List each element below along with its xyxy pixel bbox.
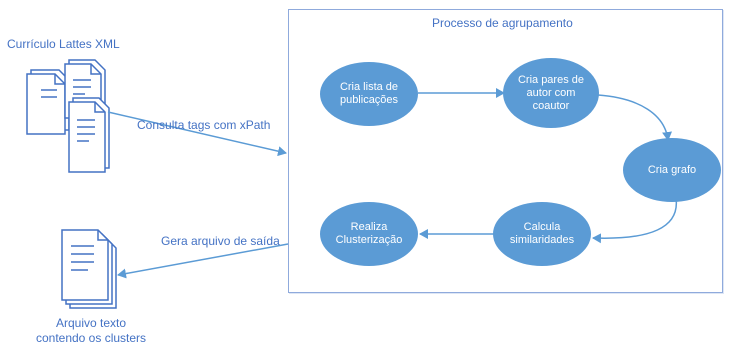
node-cria-lista-label: Cria lista de publicações — [339, 81, 399, 106]
input-arrow — [107, 111, 287, 157]
edge-grafo-to-calcula — [592, 197, 678, 244]
input-edge-label: Consulta tags com xPath — [137, 118, 271, 132]
process-title: Processo de agrupamento — [432, 16, 573, 30]
text-documents-icon — [61, 229, 117, 309]
node-realiza: Realiza Clusterização — [320, 202, 418, 266]
node-calcula-label: Calcula similaridades — [509, 221, 575, 246]
output-edge-label: Gera arquivo de saída — [161, 234, 280, 248]
node-cria-grafo-label: Cria grafo — [647, 163, 697, 176]
node-calcula: Calcula similaridades — [493, 202, 591, 266]
node-cria-pares: Cria pares de autor com coautor — [503, 58, 599, 128]
xml-documents-icon — [26, 59, 110, 173]
node-cria-pares-label: Cria pares de autor com coautor — [517, 73, 585, 112]
edge-pares-to-grafo — [597, 94, 673, 141]
node-cria-grafo: Cria grafo — [623, 138, 721, 202]
output-label: Arquivo texto contendo os clusters — [35, 316, 147, 345]
source-title: Currículo Lattes XML — [7, 37, 120, 51]
output-arrow — [117, 243, 289, 279]
node-cria-lista: Cria lista de publicações — [320, 62, 418, 126]
node-realiza-label: Realiza Clusterização — [335, 221, 403, 246]
